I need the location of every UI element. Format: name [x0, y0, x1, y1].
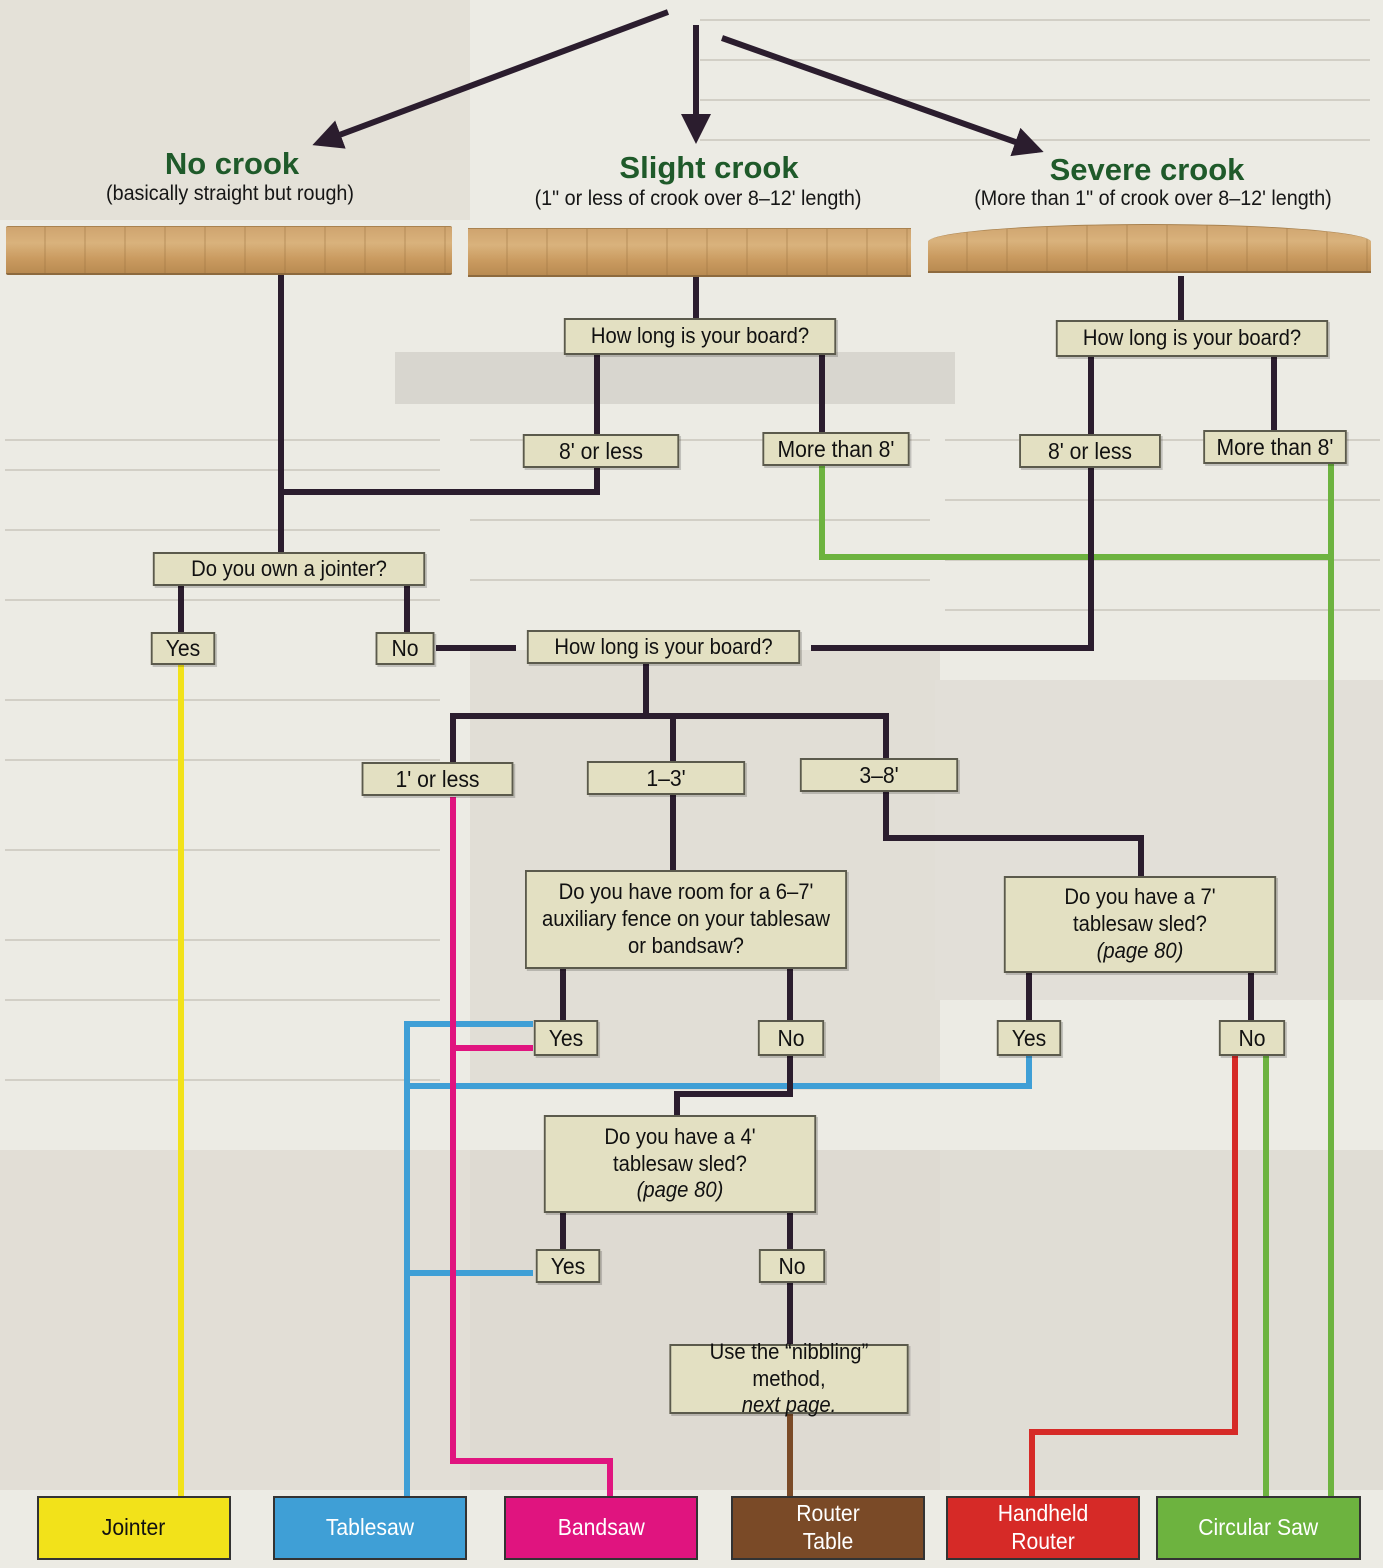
circular-saw-path: [819, 466, 1331, 560]
bandsaw-path: [450, 797, 613, 1498]
severe-crook-title: Severe crook: [1049, 152, 1245, 187]
answer-fence-yes: Yes: [533, 1020, 599, 1056]
tool-circular-saw: Circular Saw: [1156, 1496, 1361, 1560]
tool-router-table: Router Table: [731, 1496, 925, 1560]
no-crook-title: No crook: [164, 146, 300, 181]
slight-crook-title: Slight crook: [619, 150, 799, 185]
handheld-router-path: [1029, 1056, 1238, 1498]
answer-sled7-yes: Yes: [996, 1020, 1062, 1056]
room-for-fence-question: Do you have room for a 6–7' auxiliary fe…: [525, 870, 847, 969]
answer-sled4-no: No: [758, 1249, 826, 1283]
answer-3-to-8: 3–8': [799, 758, 959, 792]
severe-short-to-length: [811, 466, 1094, 651]
tool-jointer: Jointer: [37, 1496, 231, 1560]
tablesaw-sled-7-question: Do you have a 7' tablesaw sled? (page 80…: [1003, 876, 1277, 973]
answer-slight-8-or-less: 8' or less: [522, 434, 680, 468]
board-length-question-slight: How long is your board?: [563, 318, 837, 355]
slight-short-to-jointer: [281, 466, 600, 495]
no-crook-subtitle: (basically straight but rough): [106, 182, 354, 205]
tool-handheld-router: Handheld Router: [946, 1496, 1140, 1560]
answer-jointer-no: No: [375, 632, 435, 665]
answer-sled7-no: No: [1218, 1020, 1286, 1056]
answer-1-or-less: 1' or less: [361, 762, 514, 796]
fence-no-to-sled4: [674, 1055, 793, 1116]
answer-sled4-yes: Yes: [535, 1249, 601, 1283]
own-jointer-question: Do you own a jointer?: [152, 552, 426, 586]
answer-slight-more-than-8: More than 8': [762, 432, 910, 466]
answer-severe-more-than-8: More than 8': [1203, 430, 1347, 464]
slight-crook-board: [468, 228, 911, 277]
answer-severe-8-or-less: 8' or less: [1019, 434, 1161, 468]
answer-fence-no: No: [757, 1020, 825, 1056]
board-length-question-main: How long is your board?: [526, 630, 801, 664]
length-branches: [450, 713, 889, 764]
straight-board: [6, 226, 452, 275]
board-length-question-severe: How long is your board?: [1055, 320, 1329, 357]
answer-jointer-yes: Yes: [150, 632, 216, 665]
top-arrows: [312, 9, 1044, 157]
slight-crook-subtitle: (1" or less of crook over 8–12' length): [534, 187, 862, 210]
severe-crook-board: [928, 224, 1371, 273]
answer-1-to-3: 1–3': [586, 761, 746, 795]
tablesaw-path: [404, 1021, 533, 1498]
tool-tablesaw: Tablesaw: [273, 1496, 467, 1560]
len-3-8-to-sled7: [883, 792, 1144, 876]
tool-bandsaw: Bandsaw: [504, 1496, 698, 1560]
severe-crook-subtitle: (More than 1" of crook over 8–12' length…: [974, 187, 1332, 210]
tablesaw-path-sled7: [407, 1056, 1032, 1089]
nibbling-method-note: Use the “nibbling” method, next page.: [669, 1339, 909, 1417]
tablesaw-sled-4-question: Do you have a 4' tablesaw sled? (page 80…: [543, 1115, 817, 1213]
